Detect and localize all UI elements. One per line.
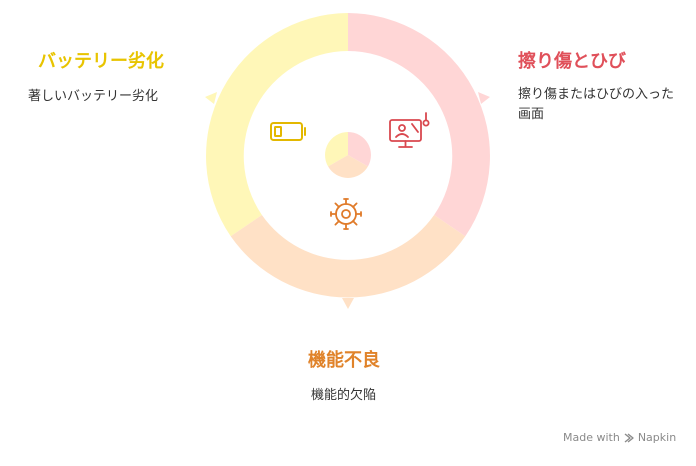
monitor-damage-icon [389, 112, 430, 148]
desc-malfunction-block: 機能的欠陥 [311, 386, 376, 406]
arrow-head-scratch [478, 92, 490, 104]
mini-pie-malfunction [328, 155, 368, 178]
desc-scratch: 擦り傷またはひびの入った画面 [518, 87, 675, 122]
battery-icon [270, 122, 306, 141]
desc-battery: 著しいバッテリー劣化 [28, 89, 159, 104]
segment-malfunction [230, 215, 466, 298]
desc-scratch-block: 擦り傷またはひびの入った画面 [518, 85, 676, 125]
label-malfunction: 機能不良 [308, 350, 380, 372]
mini-pie-scratch [348, 132, 371, 167]
desc-malfunction: 機能的欠陥 [311, 388, 377, 403]
label-battery: バッテリー劣化 [38, 51, 164, 73]
desc-battery-block: 著しいバッテリー劣化 [28, 87, 158, 107]
title-scratch: 擦り傷とひび [518, 51, 626, 72]
napkin-logo-icon [624, 432, 634, 443]
title-battery: バッテリー劣化 [38, 51, 164, 72]
footer-credit: Made with Napkin [563, 431, 676, 444]
segment-battery [206, 13, 348, 237]
arrow-head-malfunction [342, 298, 354, 309]
segment-scratch [348, 13, 490, 237]
title-malfunction: 機能不良 [308, 350, 380, 371]
mini-pie-battery [325, 132, 348, 167]
label-scratch: 擦り傷とひび [518, 51, 626, 73]
footer-brand: Napkin [637, 431, 677, 444]
arrow-head-battery [205, 92, 217, 104]
footer-label: Made with [563, 431, 620, 444]
virus-gear-icon [330, 198, 362, 230]
